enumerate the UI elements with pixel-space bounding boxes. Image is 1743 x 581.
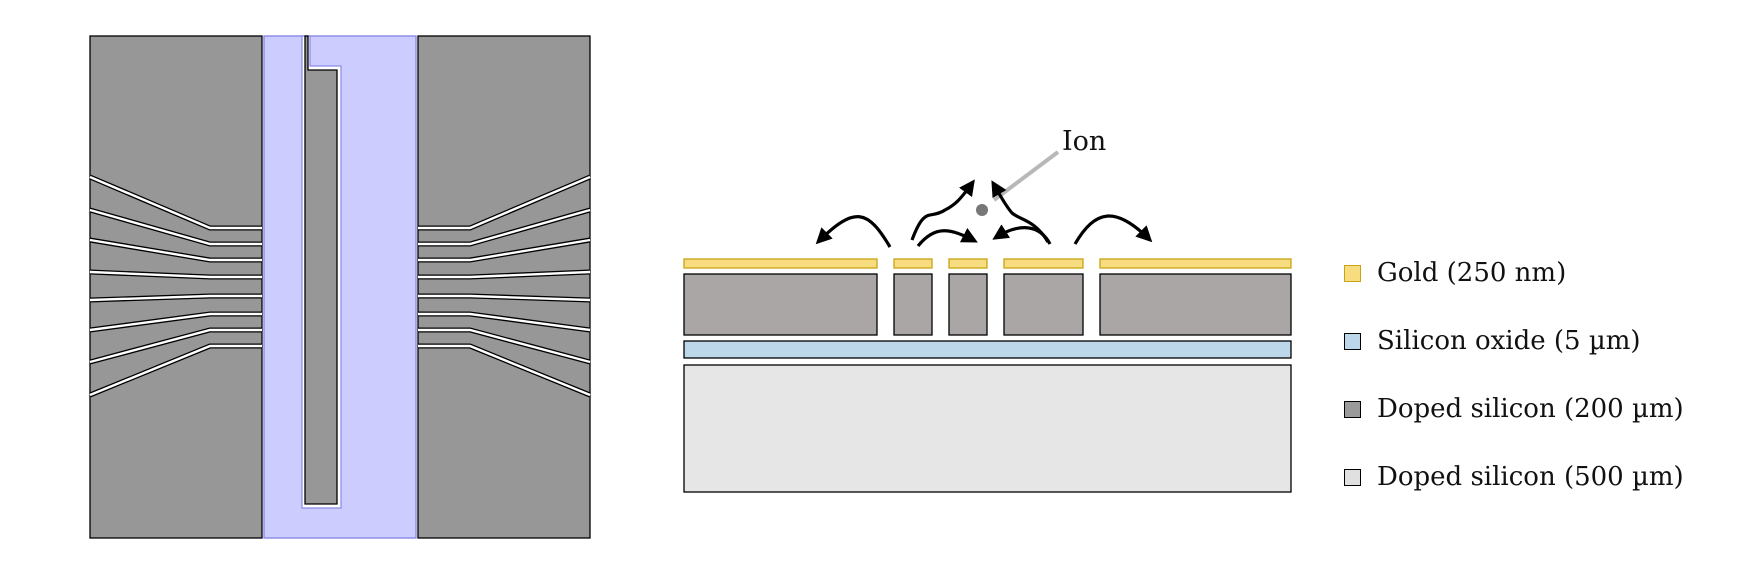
field-arrow-center-left-up — [910, 179, 975, 241]
legend-item-doped-200: Doped silicon (200 µm) — [1344, 394, 1684, 424]
right-segment-gaps — [418, 174, 591, 398]
center-electrode — [304, 35, 338, 505]
doped-500-swatch — [1344, 468, 1361, 486]
field-arrow-center-right-up — [991, 180, 1050, 243]
oxide-layer — [683, 340, 1292, 359]
legend-label: Doped silicon (200 µm) — [1377, 394, 1684, 424]
left-segment-gaps — [89, 174, 262, 398]
field-arrow-left — [815, 215, 892, 248]
cross-section — [683, 150, 1292, 493]
si-electrode-1 — [683, 273, 878, 336]
gold-swatch — [1344, 264, 1361, 282]
gold-4 — [1003, 258, 1084, 269]
si-electrode-4 — [1003, 273, 1084, 336]
right-electrode-block — [417, 35, 591, 539]
si-electrode-2 — [893, 273, 933, 336]
legend-label: Silicon oxide (5 µm) — [1377, 326, 1641, 356]
oxide-swatch — [1344, 332, 1361, 350]
top-view — [89, 35, 591, 539]
substrate-500 — [683, 364, 1292, 493]
legend-item-oxide: Silicon oxide (5 µm) — [1344, 326, 1641, 356]
legend-label: Doped silicon (500 µm) — [1377, 462, 1684, 492]
legend-item-gold: Gold (250 nm) — [1344, 258, 1566, 288]
gold-5 — [1099, 258, 1292, 269]
field-arrow-center-right-down — [992, 224, 1052, 245]
field-arrows — [815, 179, 1153, 248]
ion-label: Ion — [1062, 126, 1107, 157]
si-electrode-5 — [1099, 273, 1292, 336]
left-electrode-block — [89, 35, 263, 539]
gold-2 — [893, 258, 933, 269]
gold-1 — [683, 258, 878, 269]
si-electrode-3 — [948, 273, 988, 336]
doped-200-swatch — [1344, 400, 1361, 418]
field-arrow-right — [1073, 214, 1153, 245]
ion-pointer-line — [992, 150, 1060, 202]
legend-item-doped-500: Doped silicon (500 µm) — [1344, 462, 1684, 492]
ion-dot — [976, 204, 988, 216]
gold-3 — [948, 258, 988, 269]
field-arrow-center-left-down — [916, 227, 978, 248]
legend-label: Gold (250 nm) — [1377, 258, 1567, 288]
